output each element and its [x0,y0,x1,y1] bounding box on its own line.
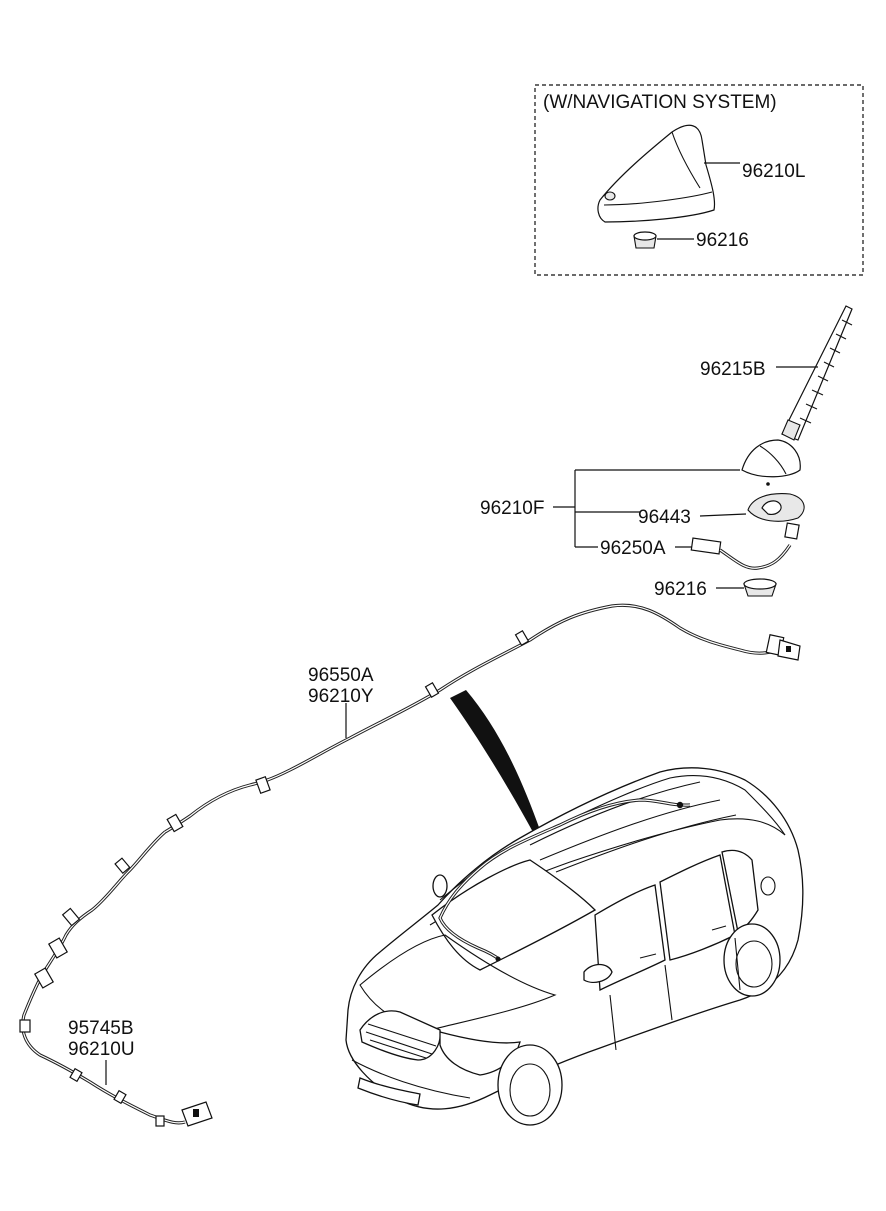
nav-grommet[interactable] [633,231,657,249]
front-antenna-cable[interactable] [19,830,213,1127]
callout-96550A: 96550A [308,665,374,686]
callout-96250A: 96250A [600,538,666,559]
callout-96210Y: 96210Y [308,686,374,707]
antenna-rod[interactable] [781,305,853,441]
antenna-grommet[interactable] [743,578,777,597]
roof-antenna-cable[interactable] [164,603,801,834]
callout-96215B: 96215B [700,359,766,380]
antenna-base[interactable] [741,439,801,486]
callout-96216: 96216 [654,579,707,600]
navigation-option-box: (W/NAVIGATION SYSTEM) 96210L 96216 [534,84,864,276]
vehicle-illustration [345,767,804,1126]
navigation-box-title: (W/NAVIGATION SYSTEM) [543,92,777,113]
callout-95745B: 95745B [68,1018,134,1039]
antenna-gasket[interactable] [747,493,805,522]
callout-96443: 96443 [638,507,691,528]
callout-96216-nav: 96216 [696,230,749,251]
assembly-bracket [553,469,740,548]
feeder-lead[interactable] [690,522,800,570]
callout-96210F: 96210F [480,498,544,519]
location-arrow [450,690,540,834]
callout-96210L: 96210L [742,161,805,182]
callout-96210U: 96210U [68,1039,135,1060]
shark-fin-antenna[interactable] [597,124,716,223]
